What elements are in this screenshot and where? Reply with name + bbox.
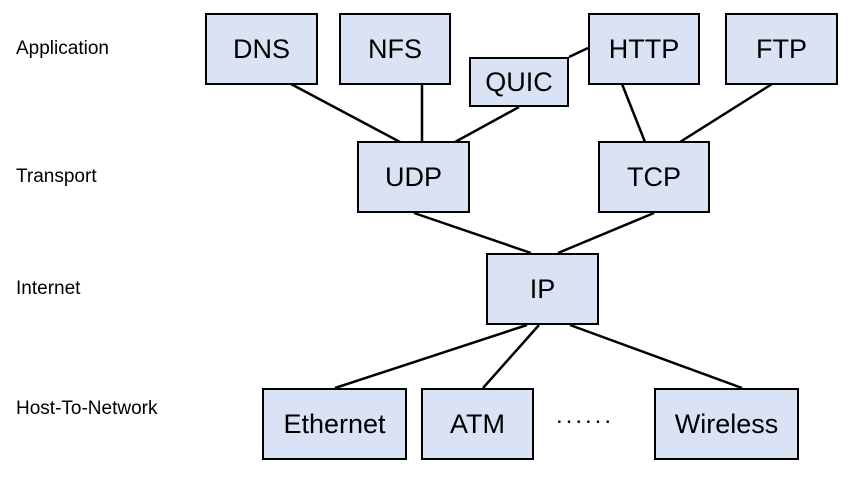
ellipsis: ...... — [556, 402, 615, 429]
node-tcp: TCP — [598, 141, 710, 213]
node-ftp: FTP — [725, 13, 838, 85]
link-dns-udp — [290, 82, 401, 144]
node-nfs: NFS — [339, 13, 451, 85]
link-http-tcp — [620, 83, 647, 143]
node-ethernet: Ethernet — [262, 388, 407, 460]
layer-label-transport: Transport — [16, 166, 97, 187]
node-atm: ATM — [421, 388, 534, 460]
link-quic-http — [568, 46, 589, 59]
layer-label-application: Application — [16, 38, 109, 59]
link-quic-udp — [454, 105, 520, 144]
layer-label-internet: Internet — [16, 278, 81, 299]
node-dns: DNS — [205, 13, 318, 85]
layer-label-host-to-network: Host-To-Network — [16, 398, 158, 419]
node-quic: QUIC — [469, 57, 569, 107]
link-ip-wireless — [569, 323, 743, 390]
link-ip-atm — [482, 324, 540, 389]
link-tcp-ip — [557, 211, 655, 255]
node-wireless: Wireless — [654, 388, 799, 460]
link-ftp-tcp — [679, 82, 773, 144]
node-ip: IP — [486, 253, 599, 325]
node-http: HTTP — [588, 13, 700, 85]
link-udp-ip — [413, 211, 532, 255]
link-ip-ethernet — [334, 323, 528, 390]
node-udp: UDP — [357, 141, 470, 213]
